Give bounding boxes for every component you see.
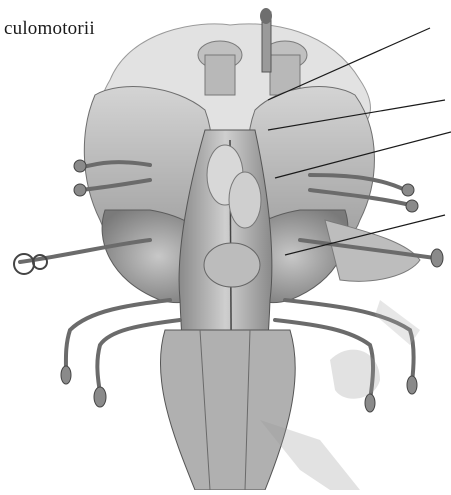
structure-label: culomotorii <box>4 18 95 40</box>
pineal-stalk <box>260 8 272 72</box>
medulla <box>160 330 295 490</box>
